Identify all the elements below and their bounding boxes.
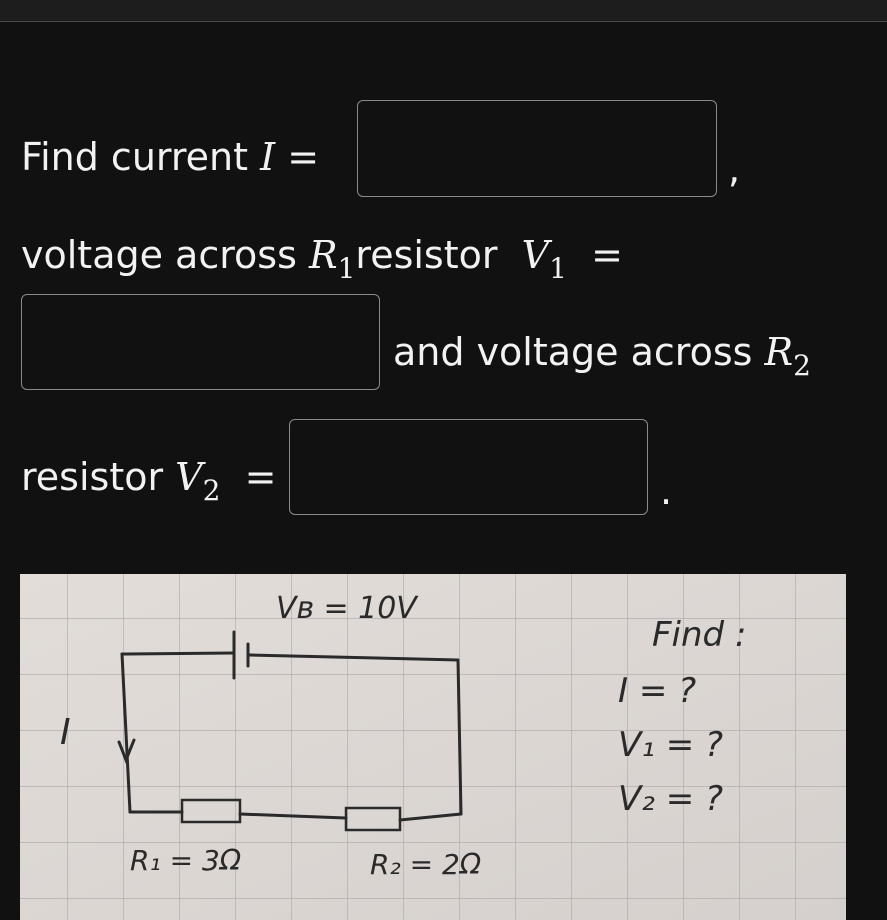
r1-label: R₁ = 3Ω <box>130 844 242 877</box>
r1-subscript: 1 <box>337 252 356 285</box>
equals-sign: = <box>275 135 320 179</box>
v1-symbol: V <box>521 233 550 277</box>
resistor-r1 <box>180 798 242 824</box>
question-line-4: resistor V2 = <box>21 455 277 505</box>
question-line-1: Find current I = <box>21 138 319 176</box>
r2-symbol: R <box>764 330 794 374</box>
circuit-wires <box>120 651 463 822</box>
r1-symbol: R <box>308 233 338 277</box>
current-label: I <box>60 712 71 753</box>
equals-sign: = <box>579 233 623 277</box>
current-answer-input[interactable] <box>357 100 717 197</box>
current-symbol: I <box>260 135 276 179</box>
resistor-r2 <box>344 806 402 832</box>
question-line-2: voltage across R1resistor V1 = <box>21 233 623 283</box>
question-text: and voltage across <box>393 330 765 374</box>
find-v2: V₂ = ? <box>618 779 723 819</box>
find-title: Find : <box>652 615 746 655</box>
circuit-photo: Vʙ = 10V I R₁ = 3Ω R₂ = 2Ω Find : I = ? … <box>20 574 846 920</box>
question-text: resistor <box>21 455 176 499</box>
question-text: voltage across <box>21 233 309 277</box>
equals-sign: = <box>232 455 277 499</box>
r2-label: R₂ = 2Ω <box>370 848 482 881</box>
period: . <box>660 469 673 513</box>
current-arrow <box>117 738 136 765</box>
comma: , <box>728 147 741 191</box>
question-line-3: and voltage across R2 <box>393 330 811 380</box>
grid-lines <box>20 574 846 920</box>
v2-subscript: 2 <box>202 474 221 507</box>
v1-subscript: 1 <box>549 252 567 285</box>
battery-label: Vʙ = 10V <box>276 591 419 626</box>
v2-answer-input[interactable] <box>289 419 648 515</box>
find-current: I = ? <box>618 671 696 711</box>
r2-subscript: 2 <box>793 349 811 382</box>
find-v1: V₁ = ? <box>618 725 723 765</box>
v2-symbol: V <box>175 455 203 499</box>
top-bar <box>0 0 887 22</box>
battery-symbol <box>232 630 250 680</box>
question-text: resistor <box>355 233 510 277</box>
v1-answer-input[interactable] <box>21 294 380 390</box>
question-text: Find current <box>21 135 261 179</box>
